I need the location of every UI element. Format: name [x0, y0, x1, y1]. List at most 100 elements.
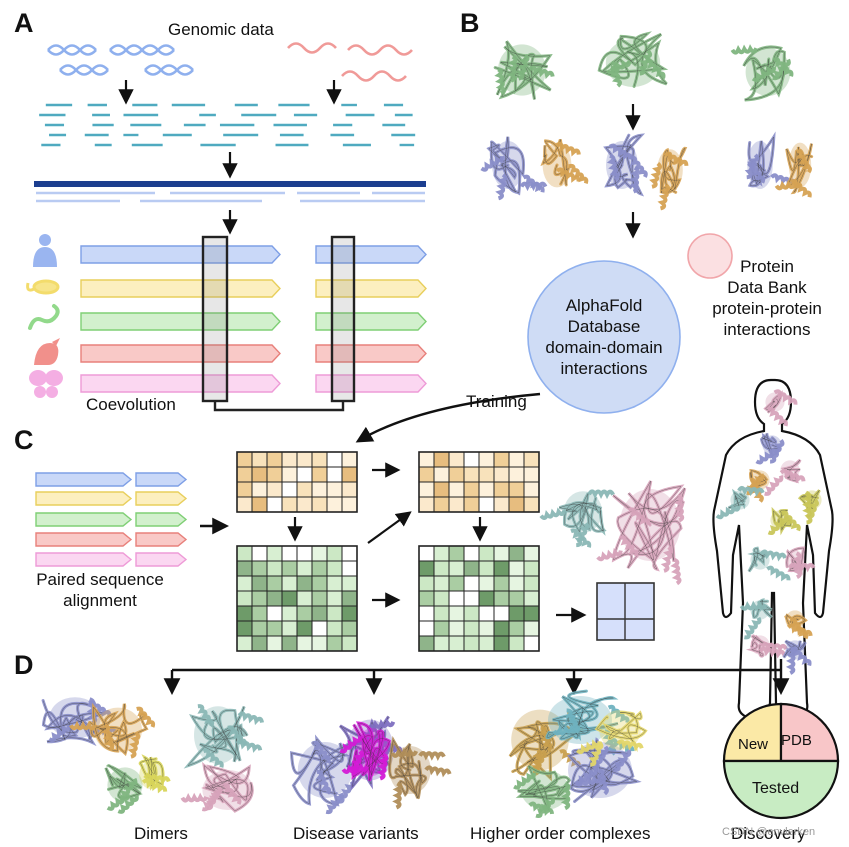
matrix-cell — [236, 545, 253, 562]
matrix-cell — [296, 635, 313, 652]
matrix-cell — [236, 466, 253, 483]
protein-structures-b — [480, 31, 814, 211]
matrix-cell — [448, 545, 465, 562]
matrix-cell — [296, 545, 313, 562]
panel-label-c: C — [14, 425, 34, 455]
matrix-cell — [493, 545, 510, 562]
predicted-complex-structure — [539, 480, 687, 586]
matrix-cell — [463, 545, 480, 562]
coevolution-label: Coevolution — [86, 395, 176, 414]
matrix-cell — [266, 560, 283, 577]
watermark: CSDN @envlerken — [722, 826, 816, 838]
mouse-icon — [26, 279, 60, 295]
protein-ribbon — [539, 489, 615, 548]
matrix-cell — [281, 466, 298, 483]
coevolution-boxes — [201, 235, 356, 412]
matrix-cell — [433, 496, 450, 513]
matrix-cell — [281, 605, 298, 622]
matrix-cell — [463, 590, 480, 607]
matrix-cell — [281, 575, 298, 592]
matrix-cell — [523, 590, 540, 607]
pdb-label: Protein Data Bank protein-protein intera… — [712, 257, 822, 339]
protein-ribbon — [104, 764, 143, 814]
matrix-cell — [523, 451, 540, 468]
matrix-cell — [236, 590, 253, 607]
matrix-cell — [296, 496, 313, 513]
matrix-cell — [341, 605, 358, 622]
matrix-cell — [266, 575, 283, 592]
protein-ribbon — [138, 754, 171, 794]
matrix-cell — [418, 635, 435, 652]
protein-ribbon — [540, 138, 589, 188]
matrix-cell — [418, 451, 435, 468]
sequence-arrow — [135, 532, 188, 547]
matrix-cell — [508, 620, 525, 637]
alphafold-label: AlphaFold Database domain-domain interac… — [545, 296, 663, 378]
discovery-pie-chart — [722, 702, 840, 820]
matrix-cell — [341, 560, 358, 577]
protein-ribbon — [730, 44, 794, 102]
matrix-cell — [311, 451, 328, 468]
protein-ribbon — [388, 735, 452, 810]
protein-ribbon — [715, 485, 765, 520]
matrix-cell — [311, 590, 328, 607]
matrix-grid — [418, 451, 540, 513]
matrix-cell — [508, 481, 525, 498]
sequence-arrow — [135, 491, 188, 506]
sequence-arrow — [135, 512, 188, 527]
matrix-cell — [266, 620, 283, 637]
matrix-cell — [523, 481, 540, 498]
matrix-cell — [311, 605, 328, 622]
matrix-cell — [463, 620, 480, 637]
protein-ribbon — [596, 480, 687, 586]
matrix-cell — [523, 605, 540, 622]
matrix-cell — [418, 605, 435, 622]
matrix-cell — [236, 481, 253, 498]
panel-label-b: B — [460, 8, 480, 38]
pie-slice — [722, 702, 783, 763]
sequence-arrow — [35, 552, 133, 567]
sequence-arrow — [35, 491, 133, 506]
protein-ribbon — [480, 136, 548, 201]
matrix-cell — [493, 481, 510, 498]
matrix-cell — [266, 635, 283, 652]
protein-ribbon — [747, 546, 791, 582]
matrix-cell — [508, 496, 525, 513]
matrix-cell — [463, 560, 480, 577]
matrix-cell — [251, 481, 268, 498]
matrix-cell — [433, 466, 450, 483]
matrix-cell — [508, 466, 525, 483]
protein-ribbon — [339, 721, 391, 782]
sequence-arrow — [315, 312, 427, 331]
matrix-cell — [433, 635, 450, 652]
sequence-arrow — [135, 472, 188, 487]
matrix-cell — [281, 545, 298, 562]
protein-ribbon — [513, 764, 572, 819]
matrix-cell — [418, 575, 435, 592]
matrix-cell — [478, 466, 495, 483]
matrix-cell — [341, 575, 358, 592]
matrix-cell — [296, 560, 313, 577]
sequence-arrow — [315, 279, 427, 298]
matrix-cell — [448, 481, 465, 498]
matrix-cell — [326, 481, 343, 498]
sequence-arrow — [80, 312, 281, 331]
matrix-cell — [448, 496, 465, 513]
matrix-cell — [493, 605, 510, 622]
matrix-cell — [251, 635, 268, 652]
matrix-cell — [341, 545, 358, 562]
sequence-arrow — [315, 245, 427, 264]
protein-ribbon — [183, 704, 265, 769]
sequence-arrow — [80, 374, 281, 393]
matrix-cell — [418, 496, 435, 513]
sequencing-reads — [39, 103, 416, 147]
matrix-cell — [251, 496, 268, 513]
matrix-cell — [266, 605, 283, 622]
matrix-cell — [281, 481, 298, 498]
protein-ribbon — [603, 133, 648, 197]
matrix-cell — [326, 590, 343, 607]
matrix-cell — [251, 605, 268, 622]
butterfly-icon — [29, 370, 63, 398]
matrix-cell — [433, 560, 450, 577]
matrix-cell — [523, 545, 540, 562]
